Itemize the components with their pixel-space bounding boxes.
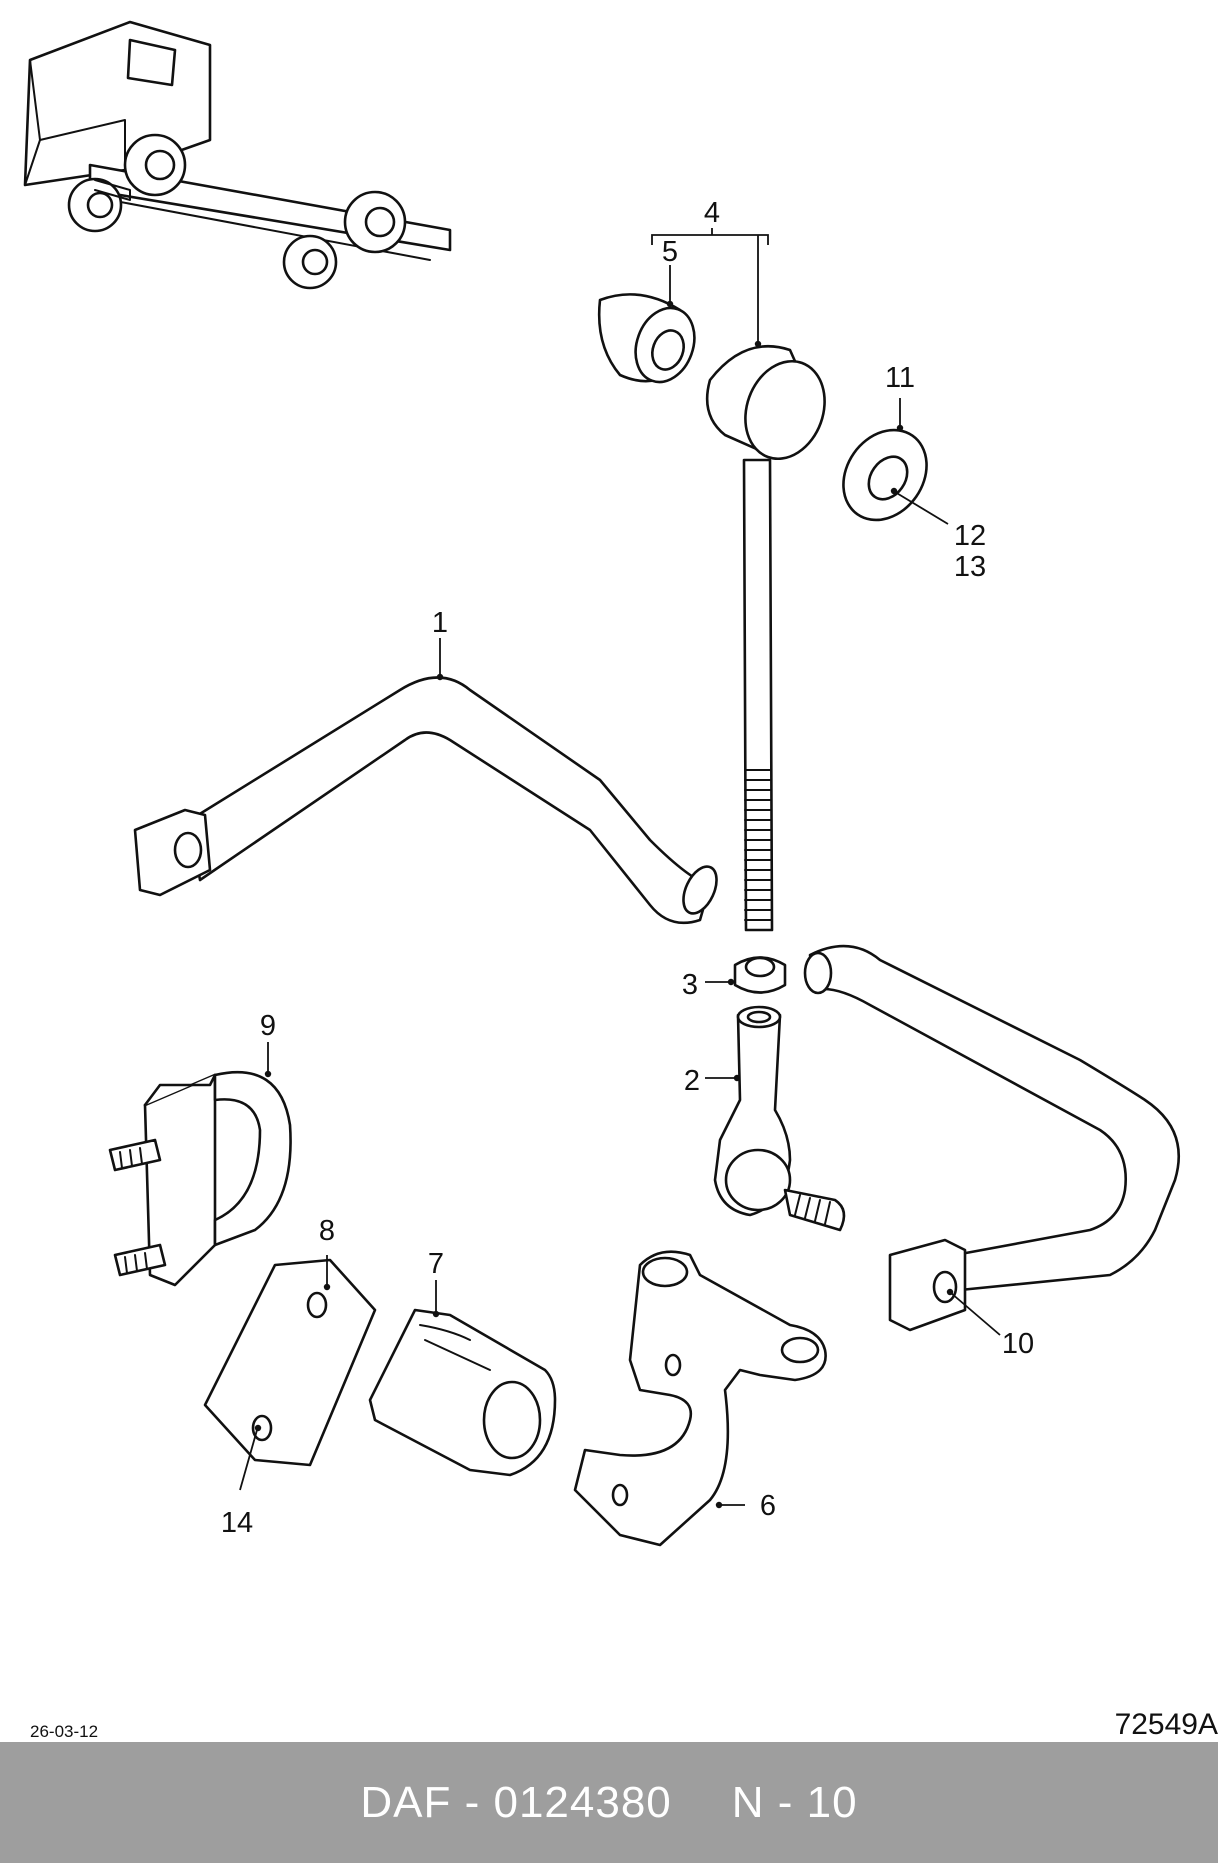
leader-lines — [239, 228, 1001, 1509]
stabiliser-bar-right — [803, 944, 1180, 1332]
callout-9: 9 — [260, 1010, 276, 1042]
bushing-large — [705, 345, 826, 461]
lock-nut — [733, 956, 787, 994]
callout-14: 14 — [221, 1507, 253, 1539]
callout-4: 4 — [704, 197, 720, 229]
callout-1: 1 — [432, 607, 448, 639]
washer — [842, 428, 928, 522]
footer-bar: DAF - 0124380 N - 10 — [0, 1742, 1218, 1863]
bush-half — [368, 1308, 557, 1477]
bushing-small — [597, 293, 696, 384]
callout-11: 11 — [885, 362, 915, 394]
stabiliser-bar-left — [133, 676, 718, 925]
date-stamp: 26-03-12 — [30, 1722, 99, 1741]
parts-diagram: 1 2 3 4 5 6 7 8 9 10 11 12 13 14 — [23, 20, 1180, 1547]
drawing-number: 72549A — [1114, 1708, 1218, 1741]
link-rod — [742, 458, 774, 932]
truck-locator-illustration — [23, 20, 452, 290]
bracket — [573, 1250, 827, 1547]
part-number-label: DAF - 0124380 — [360, 1777, 672, 1827]
page-code-label: N - 10 — [731, 1777, 858, 1827]
callout-8: 8 — [319, 1215, 335, 1247]
callout-2: 2 — [684, 1065, 700, 1097]
callout-labels: 1 2 3 4 5 6 7 8 9 10 11 12 13 14 — [221, 197, 1034, 1539]
callout-13: 13 — [954, 551, 986, 583]
callout-7: 7 — [428, 1248, 444, 1280]
mounting-plate — [203, 1258, 377, 1467]
callout-6: 6 — [760, 1490, 776, 1522]
callout-3: 3 — [682, 969, 698, 1001]
callout-10: 10 — [1002, 1328, 1034, 1360]
callout-5: 5 — [662, 236, 678, 268]
callout-12: 12 — [954, 520, 986, 552]
u-clamp — [108, 1070, 292, 1287]
ball-joint — [713, 1005, 846, 1232]
